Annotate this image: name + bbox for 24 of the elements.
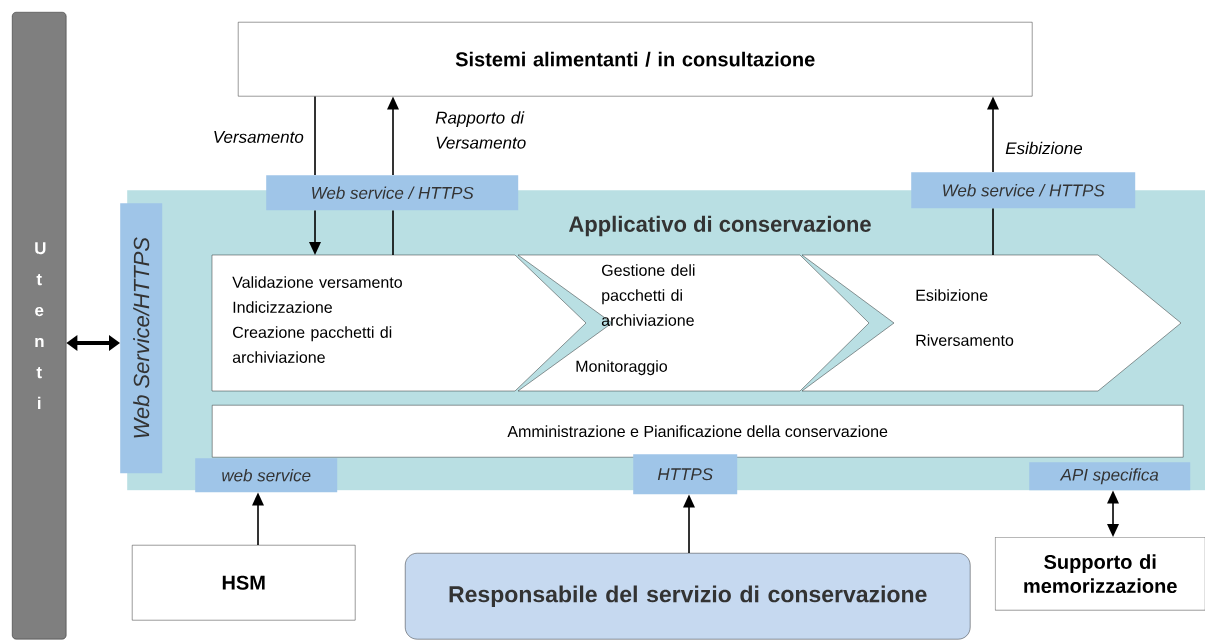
edge-label: Esibizione	[1005, 141, 1083, 155]
interface-band: Web service / HTTPS	[911, 172, 1136, 209]
system-box: Sistemi alimentanti / in consultazione	[238, 22, 1033, 97]
process-step: Esibizione Riversamento	[801, 254, 1182, 392]
edge-label: Rapporto di Versamento	[435, 111, 526, 149]
users-bar: U t e n t i	[12, 12, 67, 640]
interface-band: HTTPS	[633, 454, 738, 495]
interface-band: API specifica	[1029, 462, 1191, 491]
arrow	[309, 209, 321, 255]
system-box: Supporto di memorizzazione	[995, 537, 1205, 611]
arrow	[252, 492, 264, 546]
process-step: Gestione deli pacchetti di archiviazione Monitoraggio	[517, 254, 870, 392]
arrow	[66, 335, 120, 351]
arrow	[987, 96, 999, 173]
process-bar: Amministrazione e Pianificazione della conservazione	[212, 405, 1184, 458]
edge-label: Versamento	[214, 131, 304, 143]
interface-band: web service	[195, 458, 338, 493]
arrow	[683, 494, 695, 554]
arrow	[387, 96, 399, 176]
system-box: HSM	[132, 545, 356, 621]
role-box: Responsabile del servizio di conservazione	[405, 553, 971, 640]
interface-band: Web service / HTTPS	[266, 175, 519, 211]
arrow	[1107, 490, 1119, 537]
interface-band: Web Service/HTTPS	[120, 203, 163, 474]
